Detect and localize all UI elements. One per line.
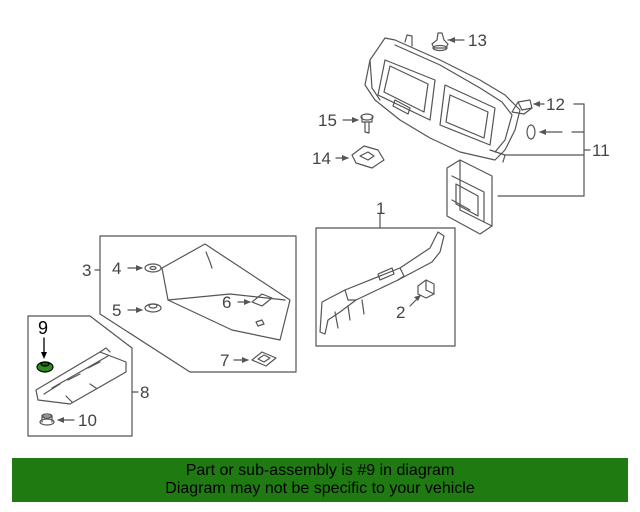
callout-7: 7 [220, 351, 229, 370]
callout-9: 9 [38, 318, 48, 338]
screw-part-15 [360, 113, 374, 134]
tray-part-8 [35, 347, 127, 405]
callout-13: 13 [468, 31, 487, 50]
callout-6: 6 [222, 293, 231, 312]
bracket-part-6 [251, 293, 273, 327]
callout-4: 4 [112, 259, 121, 278]
callout-2: 2 [396, 303, 405, 322]
clip-part-2 [417, 279, 435, 299]
floor-board-part [161, 243, 291, 341]
banner-line-1: Part or sub-assembly is #9 in diagram [185, 462, 455, 479]
nut-part-10 [39, 413, 55, 426]
group-box-1 [315, 227, 456, 347]
group-box-3 [99, 235, 297, 373]
callout-8: 8 [140, 383, 149, 402]
trunk-side-trim-part [364, 34, 521, 163]
callout-5: 5 [112, 301, 121, 320]
pad-part-7 [251, 351, 277, 367]
callout-10: 10 [78, 411, 97, 430]
callout-12: 12 [546, 95, 565, 114]
washer-part-4 [144, 263, 162, 273]
callout-11: 11 [592, 141, 610, 160]
sill-plate-part-1 [319, 231, 445, 335]
nut-part-9-highlighted [36, 361, 54, 373]
callout-1: 1 [376, 199, 385, 218]
vent-box-part [446, 159, 493, 235]
clip-part-13 [431, 32, 449, 52]
grommet-part-12 [511, 99, 536, 140]
callout-15: 15 [318, 111, 337, 130]
info-banner: Part or sub-assembly is #9 in diagram Di… [12, 458, 628, 502]
parts-diagram: 13 12 11 15 14 1 2 3 4 5 6 7 8 9 10 [27, 31, 610, 437]
callout-3: 3 [82, 261, 91, 280]
banner-line-2: Diagram may not be specific to your vehi… [165, 480, 475, 497]
clip-part-14 [351, 145, 385, 169]
callout-14: 14 [312, 149, 331, 168]
